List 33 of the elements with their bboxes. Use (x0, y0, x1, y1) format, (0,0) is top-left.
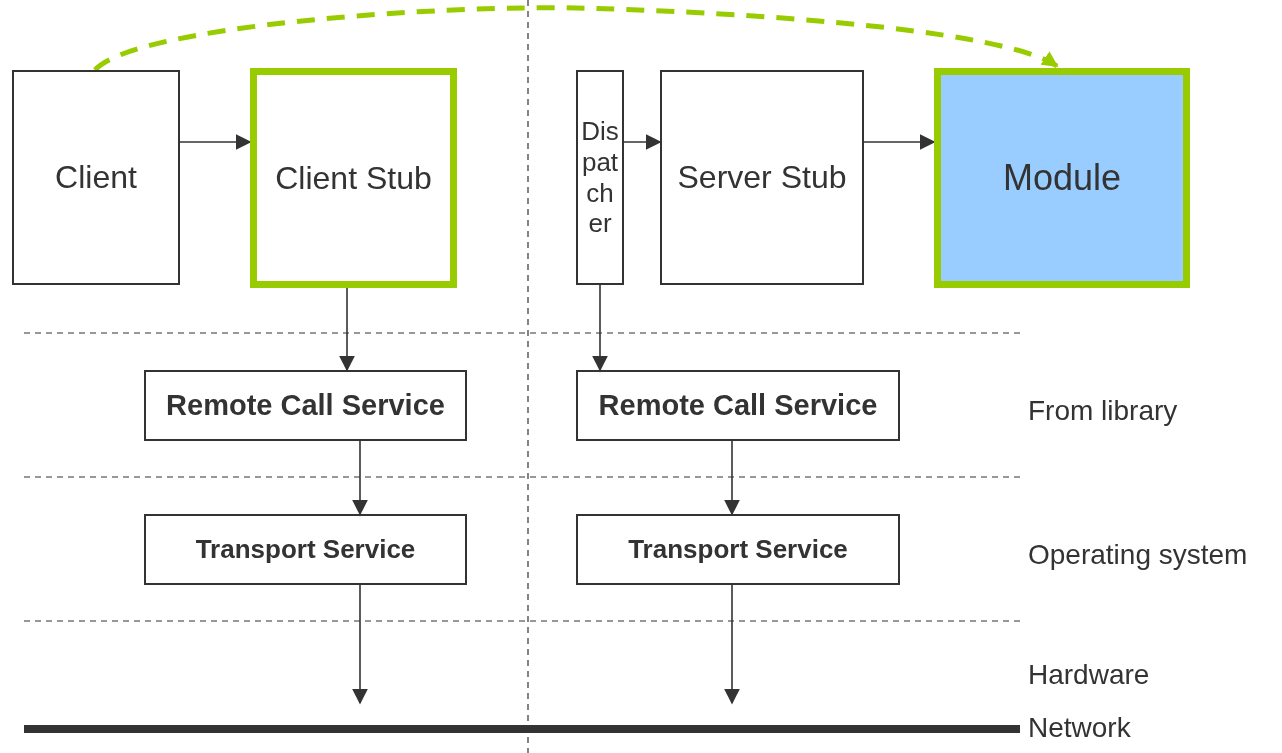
node-label: Remote Call Service (598, 389, 878, 422)
arrow (623, 134, 662, 150)
arrow (93, 5, 1059, 73)
arrow (352, 440, 368, 516)
service-box (576, 514, 900, 585)
arrow (724, 584, 740, 705)
node-label: Client Stub (275, 159, 432, 197)
arrow (352, 584, 368, 705)
client-box (12, 70, 180, 285)
service-box (144, 514, 467, 585)
arrow (724, 440, 740, 516)
network-bar (24, 725, 1020, 733)
node-label: Server Stub (677, 159, 847, 196)
arrow (339, 287, 355, 372)
module-box (934, 68, 1190, 288)
layer-label: Operating system (1028, 539, 1248, 571)
layer-label: Hardware (1028, 659, 1150, 691)
node-label: Remote Call Service (166, 389, 445, 422)
dispatcher-box (576, 70, 624, 285)
layer-label: From library (1028, 395, 1178, 427)
node-label: Client (55, 159, 137, 196)
node-label: Transport Service (195, 534, 416, 565)
arrow (863, 134, 936, 150)
node-label: Dispatcher (580, 116, 620, 239)
arrow (179, 134, 252, 150)
node-label: Module (1002, 157, 1122, 199)
arrow (592, 284, 608, 372)
service-box (576, 370, 900, 441)
server-stub-box (660, 70, 864, 285)
service-box (144, 370, 467, 441)
client-stub-box (250, 68, 457, 288)
node-caption: Network (1028, 712, 1131, 744)
node-label: Transport Service (628, 534, 848, 565)
